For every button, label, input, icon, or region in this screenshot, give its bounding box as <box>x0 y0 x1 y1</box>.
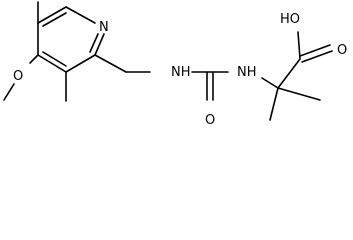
bond-nh-alpha-c <box>261 77 279 89</box>
hydroxyl-label: HO <box>280 12 300 27</box>
bond-ring-c2-n1-inner <box>89 33 99 53</box>
bond-c2-ch2 <box>94 54 127 73</box>
bond-carboxyl-co-2 <box>301 50 333 63</box>
bond-ring-c4-c3-inner <box>42 51 67 67</box>
bond-ring-c2-n1 <box>94 33 105 56</box>
urea-oxygen-label: O <box>205 113 215 128</box>
pyridine-nitrogen-label: N <box>99 20 109 35</box>
acid-carbonyl-oxygen-label: O <box>337 43 347 58</box>
bond-c4-methoxy-o <box>29 54 39 64</box>
bond-ring-c6-c5 <box>37 6 67 24</box>
bond-ring-c3-c2 <box>65 54 96 73</box>
amino-acid-part <box>261 31 333 121</box>
urea-linker <box>94 54 229 101</box>
bond-methoxy-o-ch3 <box>3 83 15 101</box>
bond-alpha-c-methyl1 <box>269 87 279 121</box>
pyridine-ring <box>37 6 105 73</box>
chemical-structure-diagram: N O NH NH O HO O <box>3 1 347 128</box>
bond-ring-c6-c5-inner <box>42 12 67 27</box>
bond-carboxyl-co-1 <box>299 44 331 57</box>
bond-ring-c6-n1 <box>65 6 96 24</box>
amine-nitrogen-left-label: NH <box>171 65 191 80</box>
bond-carboxyl-oh <box>297 31 301 60</box>
methoxy-oxygen-label: O <box>13 69 23 84</box>
bond-ring-c4-c3 <box>37 54 67 73</box>
bond-alpha-c-carboxyl <box>277 58 301 89</box>
ring-substituents <box>3 1 67 102</box>
amine-nitrogen-right-label: NH <box>237 65 257 80</box>
bond-alpha-c-methyl2 <box>277 87 321 101</box>
